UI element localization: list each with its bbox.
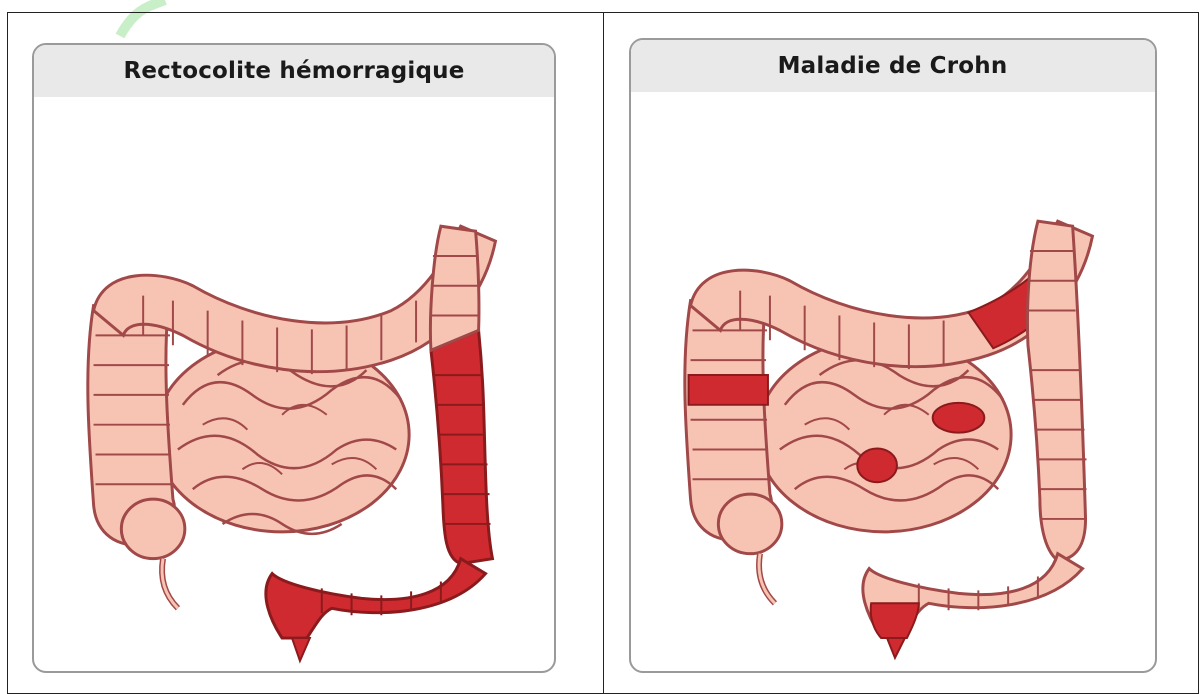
card-header: Maladie de Crohn bbox=[631, 40, 1155, 92]
rectum-inflamed bbox=[870, 603, 918, 658]
ascending-colon bbox=[684, 301, 781, 604]
intestine-illustration bbox=[631, 100, 1155, 660]
panel-title: Maladie de Crohn bbox=[778, 53, 1008, 79]
panel-title: Rectocolite hémorragique bbox=[123, 58, 464, 84]
intestine-illustration bbox=[34, 105, 554, 665]
sigmoid-rectum-inflamed bbox=[266, 559, 486, 661]
ascending-colon bbox=[88, 306, 185, 609]
card-header: Rectocolite hémorragique bbox=[34, 45, 554, 97]
small-intestine bbox=[757, 337, 1011, 532]
panel-ulcerative-colitis: Rectocolite hémorragique bbox=[8, 13, 603, 693]
descending-colon-upper bbox=[430, 226, 479, 350]
panel-crohn-disease: Maladie de Crohn bbox=[603, 13, 1199, 693]
card: Rectocolite hémorragique bbox=[32, 43, 556, 673]
descending-colon-inflamed bbox=[431, 330, 493, 563]
comparison-table: Rectocolite hémorragique bbox=[7, 12, 1199, 694]
card: Maladie de Crohn bbox=[629, 38, 1157, 673]
